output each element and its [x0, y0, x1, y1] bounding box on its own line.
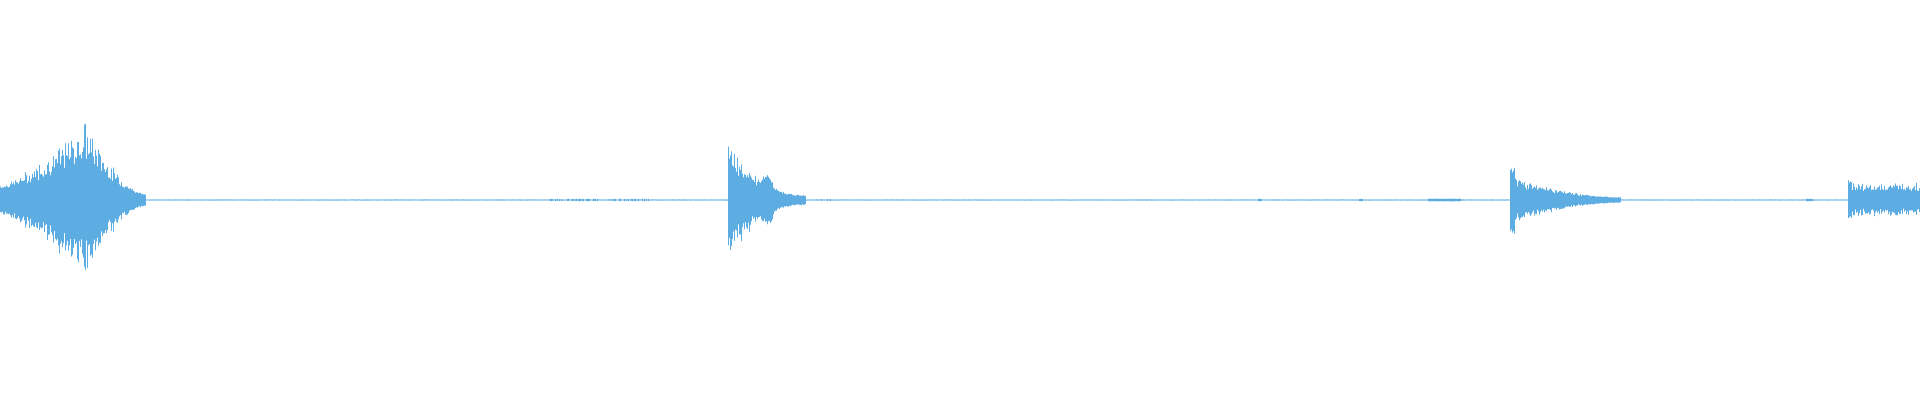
waveform-samples: [0, 123, 1920, 270]
